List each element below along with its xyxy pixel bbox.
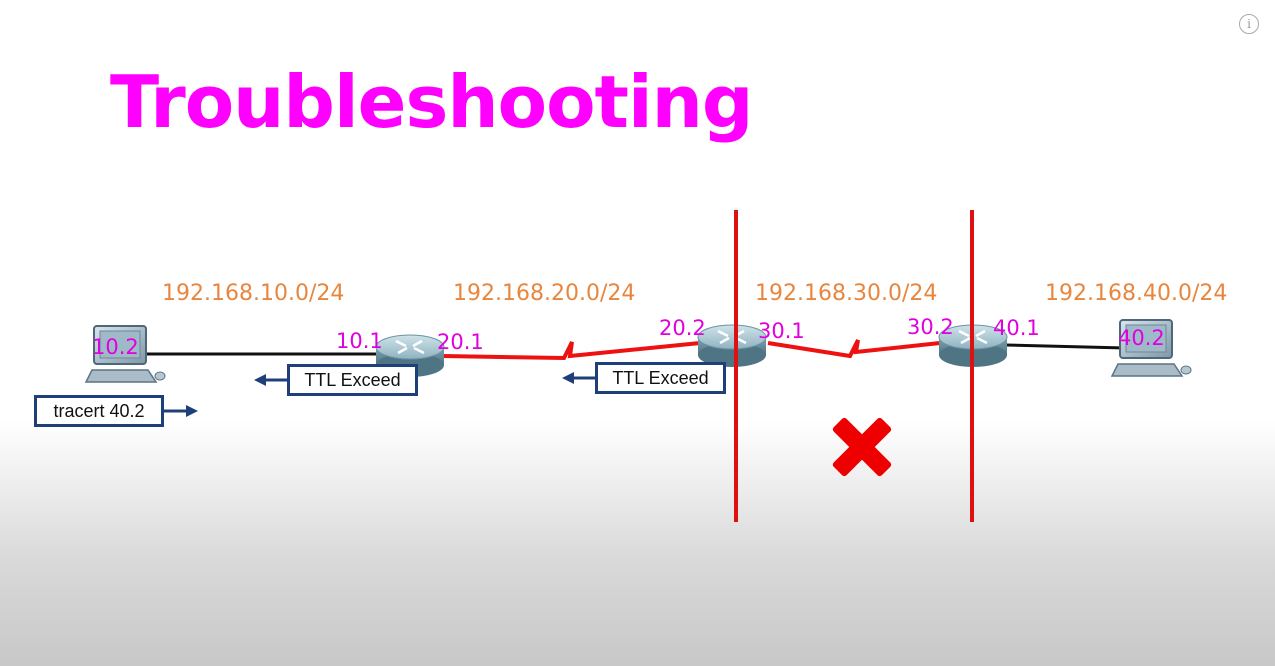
arrow-right-icon <box>164 405 198 417</box>
page-title: Troubleshooting <box>110 60 753 144</box>
router-icon[interactable] <box>697 324 767 367</box>
ip-label-pc1: 10.2 <box>92 335 139 359</box>
ip-label-r1-left: 10.1 <box>336 329 383 353</box>
serial-link-r1-r2 <box>441 341 701 361</box>
network-label: 192.168.40.0/24 <box>1045 281 1228 306</box>
ttl-exceed-box: TTL Exceed <box>287 364 418 396</box>
arrow-left-icon <box>254 374 290 386</box>
info-icon[interactable]: i <box>1239 14 1259 34</box>
ttl-exceed-box: TTL Exceed <box>595 362 726 394</box>
serial-link-r2-r3 <box>767 339 941 359</box>
ip-label-r3-left: 30.2 <box>907 315 954 339</box>
red-x-icon <box>832 417 892 477</box>
network-label: 192.168.10.0/24 <box>162 281 345 306</box>
pc-icon[interactable] <box>1110 319 1192 377</box>
ip-label-r2-left: 20.2 <box>659 316 706 340</box>
router-icon[interactable] <box>375 334 445 377</box>
arrow-left-icon <box>562 372 598 384</box>
ip-label-pc2: 40.2 <box>1118 326 1165 350</box>
tracert-command-box: tracert 40.2 <box>34 395 164 427</box>
ethernet-link-r3-pc2 <box>1005 343 1126 350</box>
pc-icon[interactable] <box>84 325 166 383</box>
ip-label-r1-right: 20.1 <box>437 330 484 354</box>
network-label: 192.168.20.0/24 <box>453 281 636 306</box>
ip-label-r2-right: 30.1 <box>758 319 805 343</box>
ip-label-r3-right: 40.1 <box>993 316 1040 340</box>
network-label: 192.168.30.0/24 <box>755 281 938 306</box>
